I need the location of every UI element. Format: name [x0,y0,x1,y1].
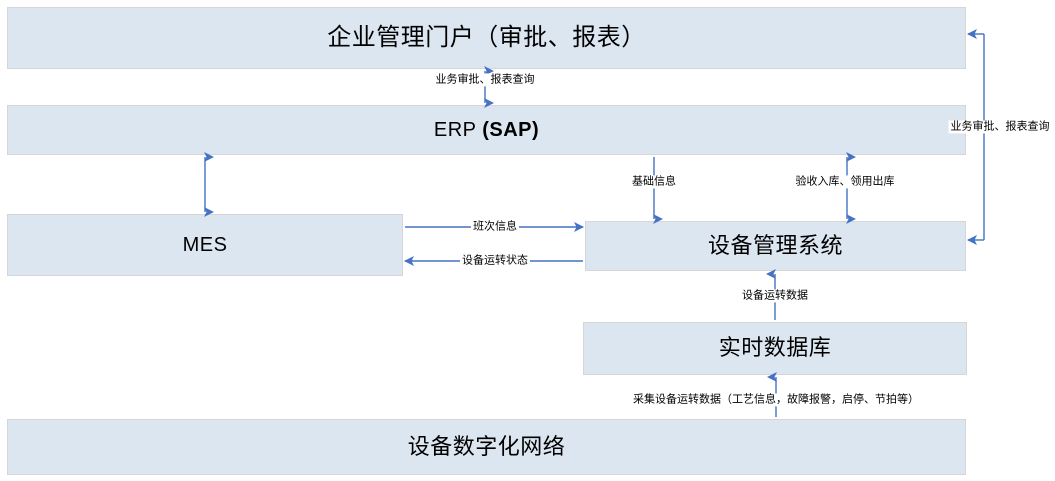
node-erp[interactable]: ERP (SAP) [7,105,966,155]
node-erp-label-sap: (SAP) [482,119,540,141]
edge-label-collect-runtime-data: 采集设备运转数据（工艺信息，故障报警，启停、节拍等） [631,393,921,407]
node-erp-label-text: ERP [433,119,483,141]
edge-label-right-return: 业务审批、报表查询 [948,120,1052,134]
node-device-digital-network[interactable]: 设备数字化网络 [7,419,966,475]
edge-label-basic-info: 基础信息 [630,175,678,189]
node-realtime-database[interactable]: 实时数据库 [583,322,967,375]
edge-label-shift-info: 班次信息 [471,220,519,234]
edge-label-device-runtime-data: 设备运转数据 [740,289,810,303]
node-realtime-database-label: 实时数据库 [718,335,832,361]
node-mes-label: MES [182,234,228,256]
node-erp-label: ERP (SAP) [434,119,539,141]
node-equipment-management-system-label: 设备管理系统 [707,232,843,258]
edge-label-portal-erp: 业务审批、报表查询 [433,73,537,87]
edge-label-device-status: 设备运转状态 [460,254,530,268]
edge-label-stock-inout: 验收入库、领用出库 [793,175,897,189]
eqm-portal-connector [967,29,985,245]
node-device-digital-network-label: 设备数字化网络 [407,433,566,459]
node-equipment-management-system[interactable]: 设备管理系统 [585,221,966,271]
node-portal-label: 企业管理门户（审批、报表） [327,23,646,51]
node-portal[interactable]: 企业管理门户（审批、报表） [7,7,966,69]
